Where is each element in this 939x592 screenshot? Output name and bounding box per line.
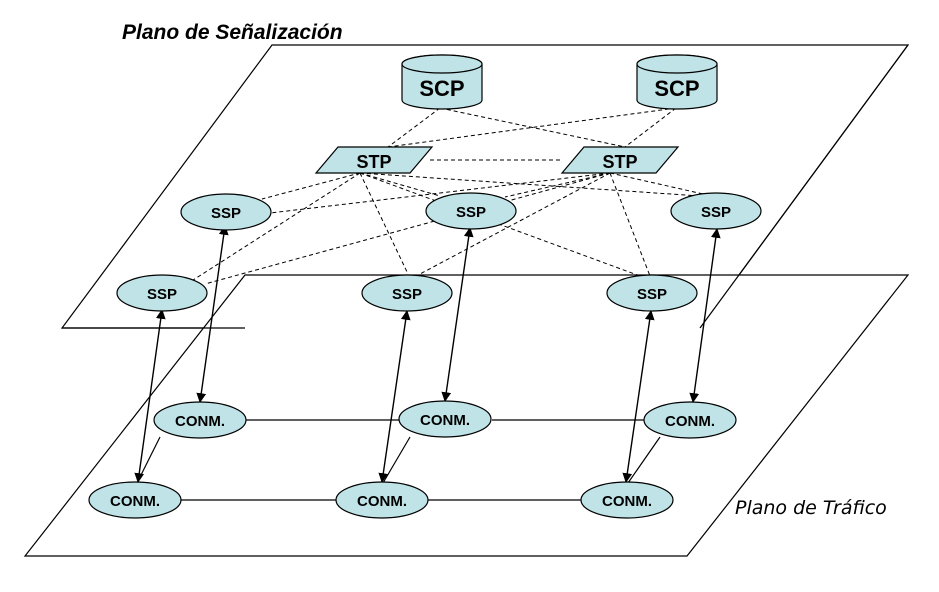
conm-label: CONM.	[602, 493, 652, 510]
conm-label: CONM.	[175, 413, 225, 430]
conm-node-5: CONM.	[335, 481, 429, 519]
ssp-label: SSP	[211, 205, 241, 222]
scp-node-2: SCP	[636, 54, 718, 110]
conm-label: CONM.	[420, 412, 470, 429]
conm-label: CONM.	[110, 493, 160, 510]
ssp-node-4: SSP	[116, 274, 208, 312]
ssp-node-6: SSP	[606, 274, 698, 312]
ssp-label: SSP	[392, 286, 422, 303]
conm-label: CONM.	[665, 413, 715, 430]
conm-label: CONM.	[357, 493, 407, 510]
ssp-conm-arrows	[134, 225, 721, 483]
ssp-node-1: SSP	[180, 193, 272, 231]
stp-node-2: STP	[560, 146, 680, 174]
stp-label: STP	[356, 152, 391, 172]
ssp-node-3: SSP	[670, 192, 762, 230]
ssp-node-2: SSP	[425, 192, 517, 230]
ssp-label: SSP	[701, 204, 731, 221]
scp-label: SCP	[419, 76, 464, 101]
ssp-label: SSP	[456, 204, 486, 221]
stp-label: STP	[602, 152, 637, 172]
traffic-plane-title: Plano de Tráfico	[735, 497, 887, 519]
signaling-plane-edge-right	[699, 44, 909, 329]
ssp-label: SSP	[147, 286, 177, 303]
conm-node-3: CONM.	[643, 401, 737, 439]
ssp-node-5: SSP	[361, 274, 453, 312]
scp-node-1: SCP	[401, 54, 483, 110]
scp-label: SCP	[654, 76, 699, 101]
stp-node-1: STP	[314, 146, 434, 174]
conm-node-6: CONM.	[580, 481, 674, 519]
conm-node-1: CONM.	[153, 401, 247, 439]
conm-node-2: CONM.	[398, 400, 492, 438]
ssp-label: SSP	[637, 286, 667, 303]
conm-node-4: CONM.	[88, 481, 182, 519]
signaling-plane-title: Plano de Señalización	[122, 21, 343, 44]
